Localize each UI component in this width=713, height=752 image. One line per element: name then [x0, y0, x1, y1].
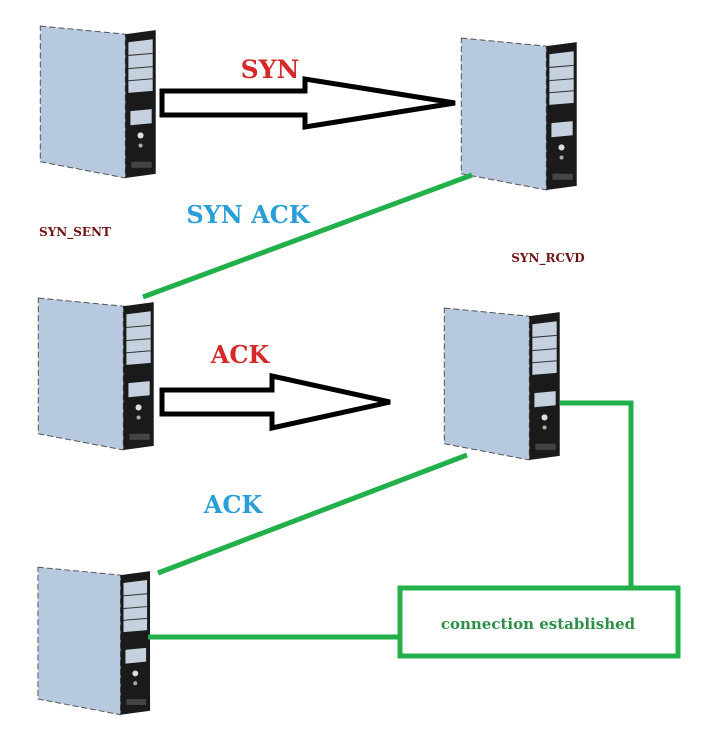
server-client-1	[39, 25, 157, 179]
syn-sent-state: SYN_SENT	[39, 225, 111, 240]
connection-established-label: connection established	[441, 615, 636, 633]
ack-label-red: ACK	[210, 340, 271, 369]
ack-label-blue: ACK	[203, 490, 264, 519]
syn-ack-label: SYN ACK	[186, 200, 310, 229]
server-host-2	[443, 307, 561, 461]
server-host-1	[460, 37, 578, 191]
connection-established-box	[397, 585, 681, 659]
host-connector-line	[560, 400, 634, 588]
syn-label: SYN	[241, 55, 300, 84]
syn-arrow	[159, 76, 456, 130]
ack-arrow	[159, 372, 391, 432]
ack-line	[157, 452, 468, 576]
server-client-2	[37, 297, 155, 451]
server-client-3	[37, 566, 151, 716]
syn-rcvd-state: SYN_RCVD	[511, 251, 584, 266]
syn-ack-line	[142, 172, 473, 300]
